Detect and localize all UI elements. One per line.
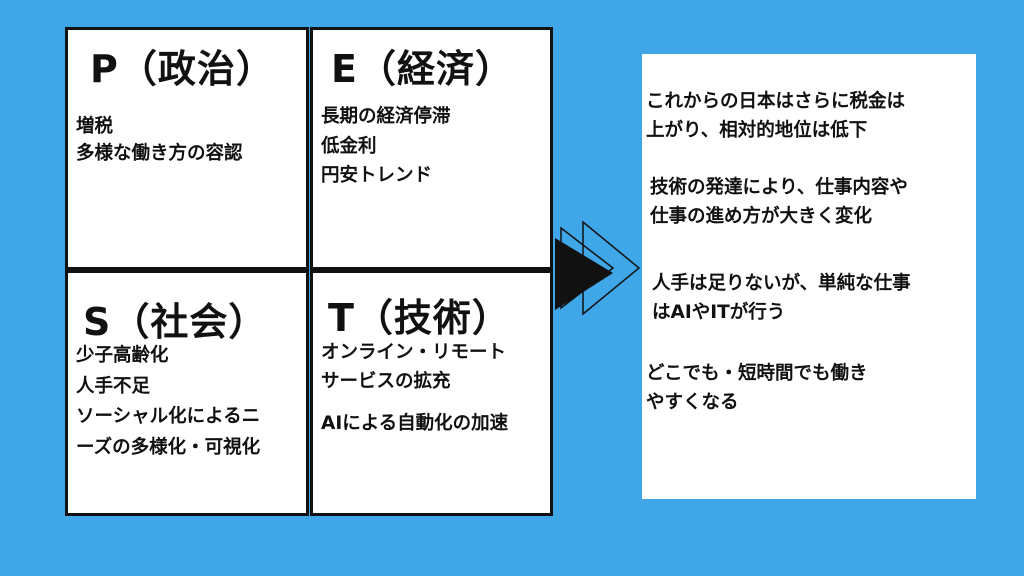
economy-item: 低金利 xyxy=(321,135,377,157)
summary-line: 上がり、相対的地位は低下 xyxy=(646,119,868,141)
pest-box-politics: P（政治） 増税 多様な働き方の容認 xyxy=(65,27,309,270)
society-title: S（社会） xyxy=(83,300,268,344)
summary-line: どこでも・短時間でも働き xyxy=(646,363,868,384)
politics-item: 増税 xyxy=(76,116,114,137)
politics-item: 多様な働き方の容認 xyxy=(76,142,243,164)
technology-items: オンライン・リモート サービスの拡充 AIによる自動化の加速 xyxy=(321,339,508,439)
technology-item: オンライン・リモート xyxy=(321,342,507,363)
summary-item: 人手は足りないが、単純な仕事 はAIやITが行う xyxy=(652,270,911,327)
spacer xyxy=(321,396,508,410)
economy-item: 長期の経済停滞 xyxy=(321,106,451,127)
society-item: ソーシャル化によるニ xyxy=(76,406,261,428)
summary-line: はAIやITが行う xyxy=(652,301,786,323)
pest-box-society: S（社会） 少子高齢化 人手不足 ソーシャル化によるニ ーズの多様化・可視化 xyxy=(65,270,309,516)
society-item: 人手不足 xyxy=(76,375,151,397)
economy-item: 円安トレンド xyxy=(321,165,433,187)
summary-item: これからの日本はさらに税金は 上がり、相対的地位は低下 xyxy=(646,88,905,145)
economy-items: 長期の経済停滞 低金利 円安トレンド xyxy=(321,102,451,191)
summary-item: 技術の発達により、仕事内容や 仕事の進め方が大きく変化 xyxy=(650,174,908,231)
society-item: 少子高齢化 xyxy=(76,345,169,366)
summary-line: これからの日本はさらに税金は xyxy=(646,91,906,112)
summary-line: やすくなる xyxy=(646,391,739,413)
pest-box-technology: T（技術） オンライン・リモート サービスの拡充 AIによる自動化の加速 xyxy=(310,270,553,516)
society-items: 少子高齢化 人手不足 ソーシャル化によるニ ーズの多様化・可視化 xyxy=(76,341,260,463)
pest-box-economy: E（経済） 長期の経済停滞 低金利 円安トレンド xyxy=(310,27,553,270)
summary-line: 人手は足りないが、単純な仕事 xyxy=(652,273,911,294)
summary-panel: これからの日本はさらに税金は 上がり、相対的地位は低下 技術の発達により、仕事内… xyxy=(642,54,976,499)
politics-items: 増税 多様な働き方の容認 xyxy=(76,114,243,168)
summary-line: 技術の発達により、仕事内容や xyxy=(650,177,908,198)
economy-title: E（経済） xyxy=(331,47,514,91)
summary-item: どこでも・短時間でも働き やすくなる xyxy=(646,360,867,417)
technology-item: AIによる自動化の加速 xyxy=(321,413,509,435)
politics-title: P（政治） xyxy=(90,47,275,91)
summary-line: 仕事の進め方が大きく変化 xyxy=(650,205,873,227)
technology-item: サービスの拡充 xyxy=(321,370,451,392)
society-item: ーズの多様化・可視化 xyxy=(76,436,261,458)
right-arrow-icon xyxy=(555,220,641,316)
technology-title: T（技術） xyxy=(328,296,511,340)
